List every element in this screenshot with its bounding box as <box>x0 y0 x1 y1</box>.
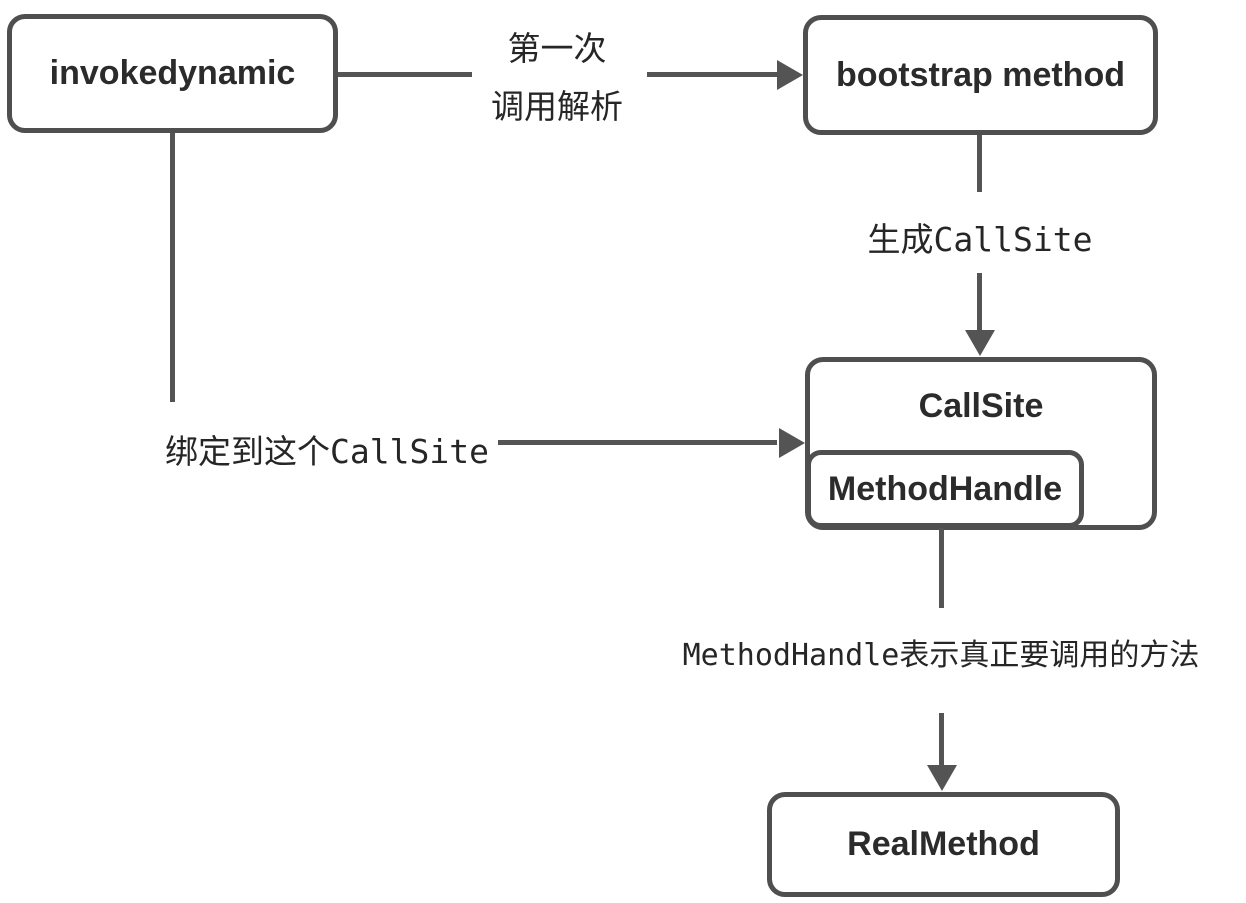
edge-bind-line-horizontal <box>498 440 777 445</box>
edge-label-generate-callsite: 生成CallSite <box>867 220 1093 259</box>
edge-bind-line-vertical <box>170 133 175 402</box>
edge-label-first-call-line2: 调用解析 <box>491 87 623 126</box>
arrowhead-down-icon <box>927 765 957 791</box>
node-invokedynamic: invokedynamic <box>7 14 338 133</box>
node-bootstrap-method-label: bootstrap method <box>836 55 1125 94</box>
node-invokedynamic-label: invokedynamic <box>49 54 296 92</box>
node-callsite: CallSite MethodHandle <box>805 357 1157 530</box>
edge-generate-line-top <box>977 135 982 192</box>
arrowhead-down-icon <box>965 330 995 356</box>
edge-firstcall-line-right <box>647 72 779 77</box>
arrowhead-right-icon <box>777 60 803 90</box>
node-realmethod: RealMethod <box>767 792 1120 897</box>
edge-label-first-call: 第一次 调用解析 <box>407 20 707 136</box>
edge-realmethod-line-bottom <box>939 713 944 766</box>
node-realmethod-label: RealMethod <box>847 825 1040 863</box>
edge-label-methodhandle-note: MethodHandle表示真正要调用的方法 <box>682 638 1200 673</box>
edge-realmethod-line-top <box>939 528 944 608</box>
node-callsite-title: CallSite <box>810 362 1152 450</box>
arrowhead-right-icon <box>779 428 805 458</box>
edge-firstcall-line-left <box>338 72 472 77</box>
edge-generate-line-bottom <box>977 273 982 331</box>
node-methodhandle: MethodHandle <box>806 450 1084 528</box>
edge-label-bind-to-callsite: 绑定到这个CallSite <box>165 432 489 471</box>
node-bootstrap-method: bootstrap method <box>803 15 1158 135</box>
node-methodhandle-label: MethodHandle <box>827 469 1063 508</box>
edge-label-first-call-line1: 第一次 <box>507 29 607 68</box>
node-callsite-label: CallSite <box>918 386 1044 425</box>
